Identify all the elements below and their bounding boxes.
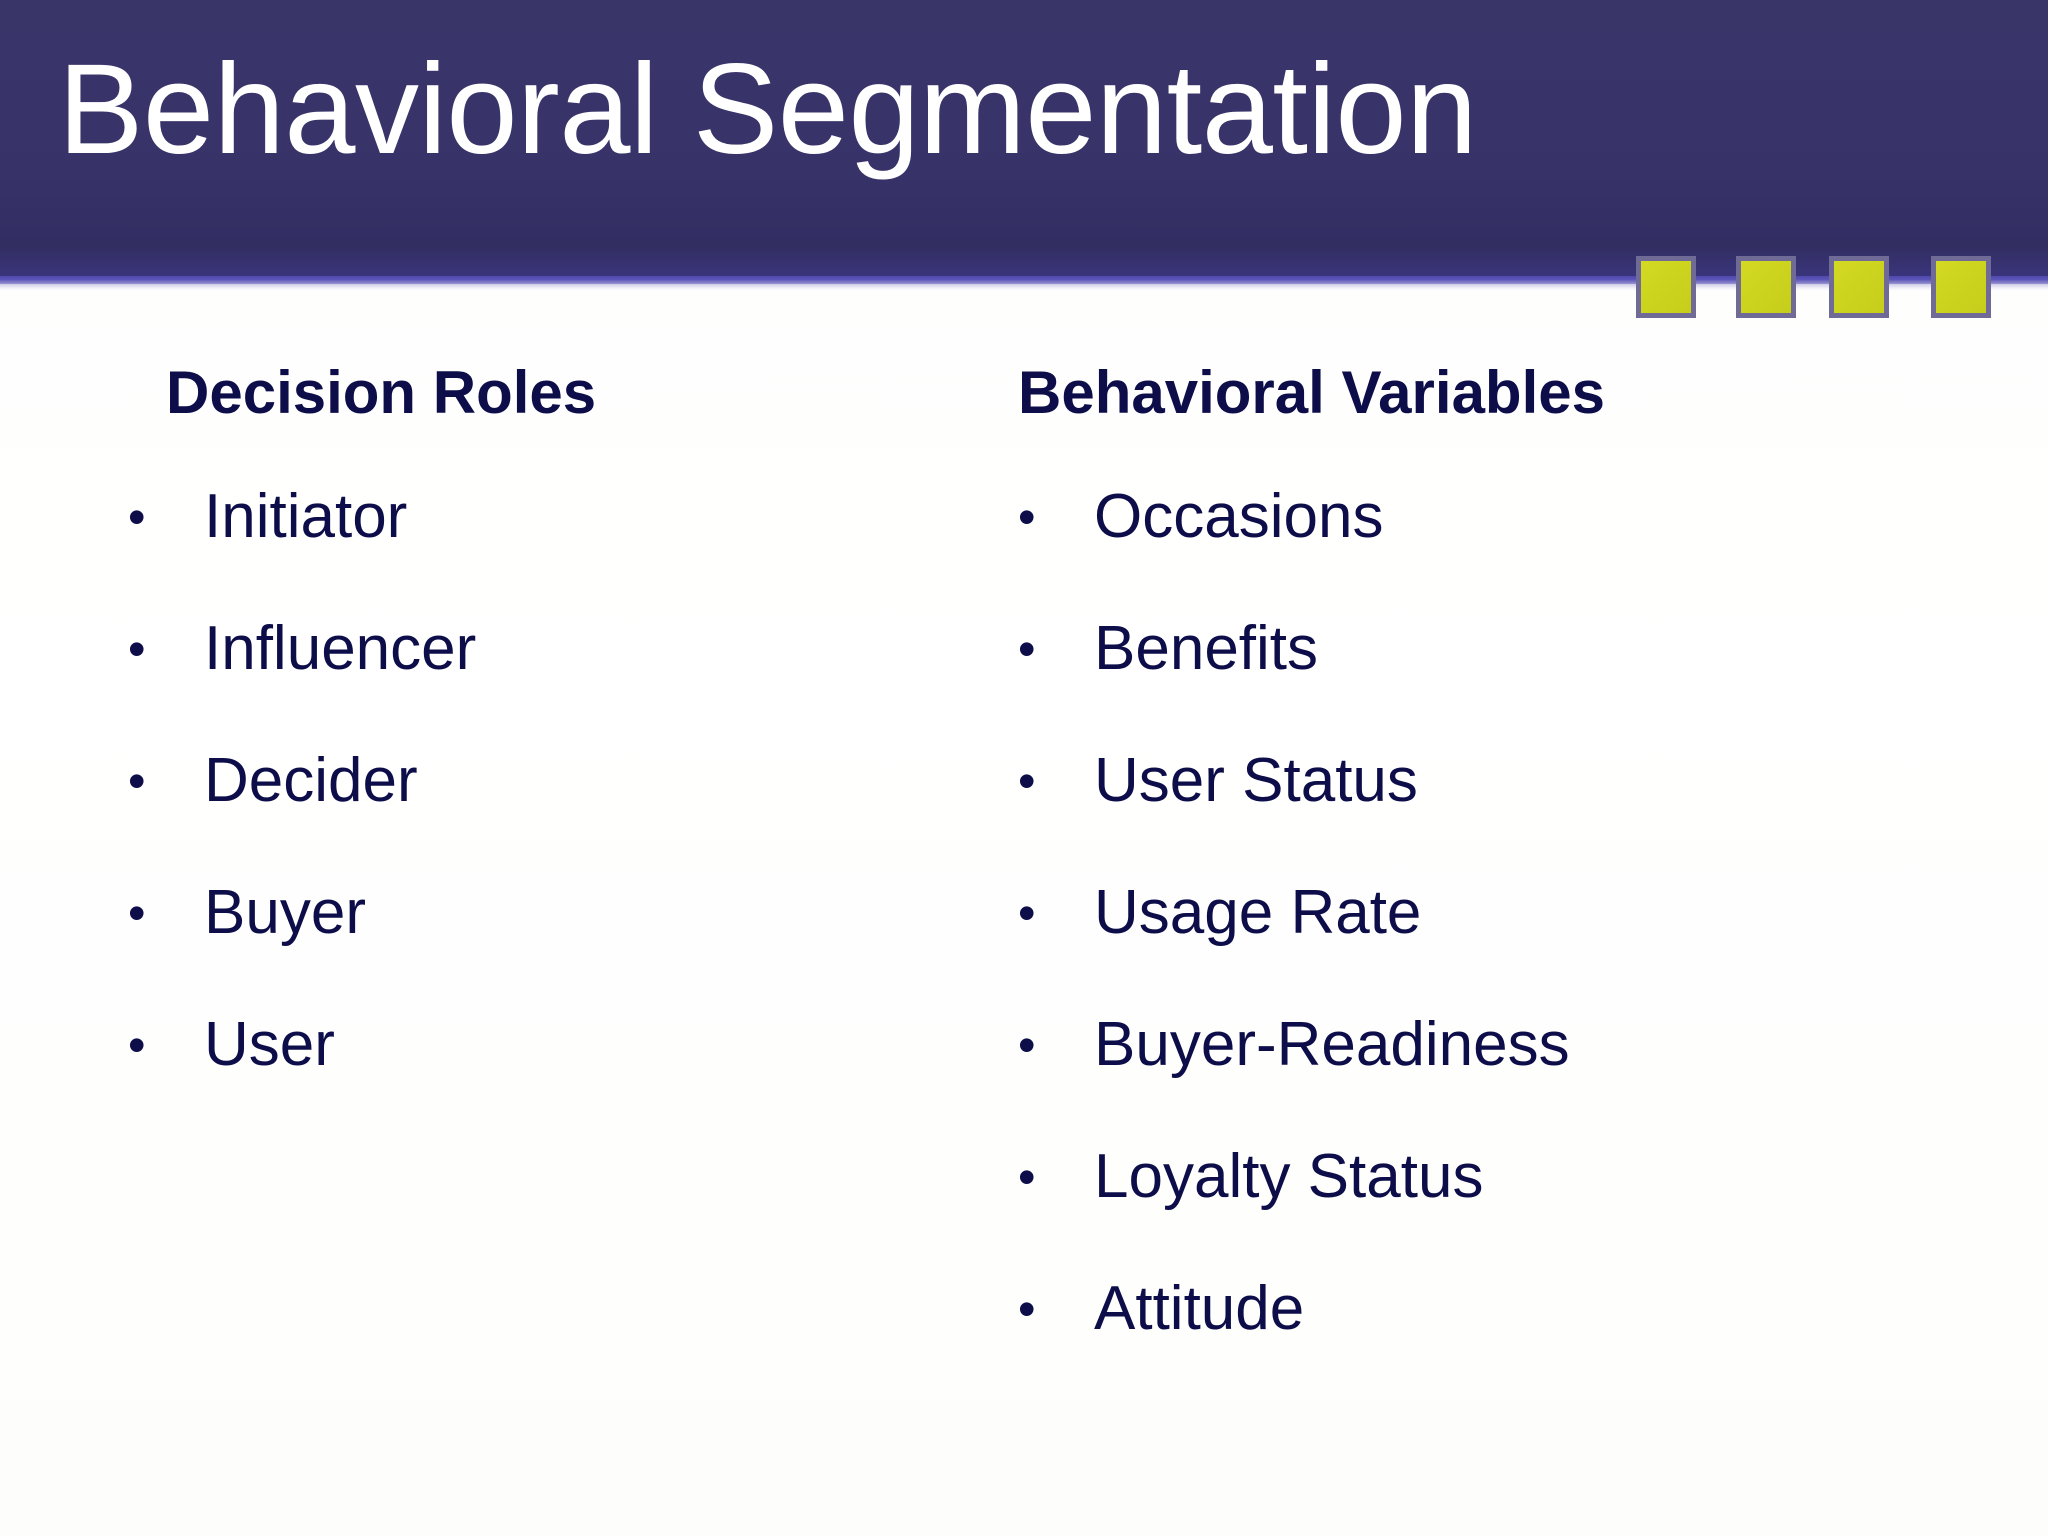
list-item-label: Attitude (1094, 1274, 1305, 1343)
bullet-point-icon: • (1018, 1149, 1036, 1205)
list-item: • Benefits (1018, 583, 1978, 715)
bullet-point-icon: • (128, 489, 146, 545)
slide-title: Behavioral Segmentation (58, 38, 1477, 181)
bullet-point-icon: • (128, 621, 146, 677)
list-item: • User Status (1018, 715, 1978, 847)
list-item-label: Benefits (1094, 614, 1319, 683)
column-decision-roles: Decision Roles • Initiator • Influencer … (120, 291, 880, 1111)
decorative-squares-group (1636, 256, 2036, 326)
bullet-list-decision-roles: • Initiator • Influencer • Decider • Buy… (120, 451, 880, 1111)
list-item-label: User (204, 1010, 335, 1079)
list-item-label: Buyer (204, 878, 366, 947)
list-item-label: Decider (204, 746, 418, 815)
bullet-point-icon: • (128, 753, 146, 809)
header-accent-line (0, 276, 2048, 284)
list-item: • Usage Rate (1018, 847, 1978, 979)
column-behavioral-variables: Behavioral Variables • Occasions • Benef… (1018, 291, 1978, 1375)
list-item-label: Loyalty Status (1094, 1142, 1484, 1211)
yellow-square-icon (1736, 256, 1796, 318)
list-item-label: Influencer (204, 614, 477, 683)
bullet-point-icon: • (1018, 1017, 1036, 1073)
list-item: • Buyer-Readiness (1018, 979, 1978, 1111)
column-heading-decision-roles: Decision Roles (166, 359, 597, 426)
bullet-point-icon: • (1018, 1281, 1036, 1337)
slide-content: Decision Roles • Initiator • Influencer … (0, 291, 2048, 1536)
bullet-list-behavioral-variables: • Occasions • Benefits • User Status • U… (1018, 451, 1978, 1375)
list-item: • Buyer (120, 847, 880, 979)
list-item: • Occasions (1018, 451, 1978, 583)
list-item: • Influencer (120, 583, 880, 715)
column-heading-behavioral-variables: Behavioral Variables (1018, 359, 1605, 426)
list-item-label: Occasions (1094, 482, 1384, 551)
list-item-label: Buyer-Readiness (1094, 1010, 1570, 1079)
list-item-label: User Status (1094, 746, 1418, 815)
yellow-square-icon (1931, 256, 1991, 318)
list-item: • Attitude (1018, 1243, 1978, 1375)
list-item: • Initiator (120, 451, 880, 583)
bullet-point-icon: • (1018, 489, 1036, 545)
bullet-point-icon: • (1018, 621, 1036, 677)
header-accent-fade (0, 284, 2048, 291)
bullet-point-icon: • (1018, 885, 1036, 941)
list-item: • Loyalty Status (1018, 1111, 1978, 1243)
bullet-point-icon: • (1018, 753, 1036, 809)
yellow-square-icon (1829, 256, 1889, 318)
bullet-point-icon: • (128, 885, 146, 941)
list-item: • Decider (120, 715, 880, 847)
slide-header-band (0, 0, 2048, 281)
list-item-label: Usage Rate (1094, 878, 1422, 947)
list-item-label: Initiator (204, 482, 408, 551)
yellow-square-icon (1636, 256, 1696, 318)
bullet-point-icon: • (128, 1017, 146, 1073)
list-item: • User (120, 979, 880, 1111)
